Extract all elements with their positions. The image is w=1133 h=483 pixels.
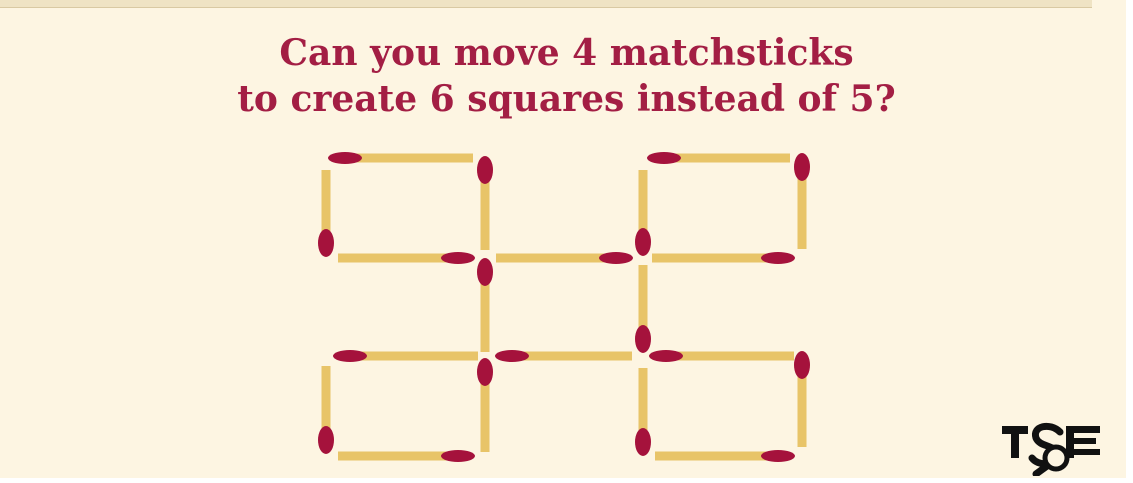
match-head bbox=[635, 325, 651, 353]
matchstick[interactable] bbox=[794, 153, 810, 249]
matchstick[interactable] bbox=[496, 252, 633, 264]
matchstick-body bbox=[652, 254, 778, 263]
matchstick-body bbox=[664, 154, 790, 163]
logo-f-letter bbox=[1066, 426, 1100, 458]
matchstick[interactable] bbox=[333, 350, 478, 362]
matchstick[interactable] bbox=[318, 366, 334, 454]
match-head bbox=[599, 252, 633, 264]
matchstick[interactable] bbox=[495, 350, 632, 362]
match-head bbox=[761, 450, 795, 462]
edge-strip-right bbox=[1126, 0, 1133, 483]
matchstick[interactable] bbox=[649, 350, 794, 362]
match-head bbox=[318, 426, 334, 454]
match-head bbox=[333, 350, 367, 362]
matchstick[interactable] bbox=[647, 152, 790, 164]
match-head bbox=[441, 252, 475, 264]
matchstick-body bbox=[350, 352, 478, 361]
matchstick-body bbox=[338, 452, 458, 461]
match-head bbox=[635, 228, 651, 256]
logo-t-letter bbox=[1002, 426, 1028, 458]
matchstick[interactable] bbox=[794, 351, 810, 447]
matchstick-body bbox=[655, 452, 778, 461]
matchstick[interactable] bbox=[652, 252, 795, 264]
matchstick[interactable] bbox=[635, 170, 651, 256]
matchstick-body bbox=[338, 254, 458, 263]
matchstick[interactable] bbox=[328, 152, 473, 164]
match-head bbox=[761, 252, 795, 264]
tsf-logo bbox=[1000, 418, 1110, 476]
matchstick[interactable] bbox=[635, 368, 651, 456]
match-head bbox=[794, 351, 810, 379]
match-head bbox=[794, 153, 810, 181]
match-head bbox=[477, 258, 493, 286]
match-head bbox=[635, 428, 651, 456]
match-head bbox=[318, 229, 334, 257]
matchstick-body bbox=[512, 352, 632, 361]
matchstick[interactable] bbox=[655, 450, 795, 462]
matchstick-body bbox=[666, 352, 794, 361]
match-head bbox=[477, 156, 493, 184]
matchstick[interactable] bbox=[338, 450, 475, 462]
matchstick-body bbox=[345, 154, 473, 163]
matchstick-body bbox=[496, 254, 616, 263]
match-head bbox=[647, 152, 681, 164]
matchstick[interactable] bbox=[477, 258, 493, 352]
matchstick[interactable] bbox=[635, 265, 651, 353]
match-head bbox=[441, 450, 475, 462]
match-head bbox=[495, 350, 529, 362]
match-head bbox=[328, 152, 362, 164]
matchstick[interactable] bbox=[477, 156, 493, 250]
match-head bbox=[649, 350, 683, 362]
match-head bbox=[477, 358, 493, 386]
matchstick[interactable] bbox=[318, 170, 334, 257]
matchstick[interactable] bbox=[477, 358, 493, 452]
edge-strip-bottom bbox=[0, 478, 1133, 483]
matchstick[interactable] bbox=[338, 252, 475, 264]
